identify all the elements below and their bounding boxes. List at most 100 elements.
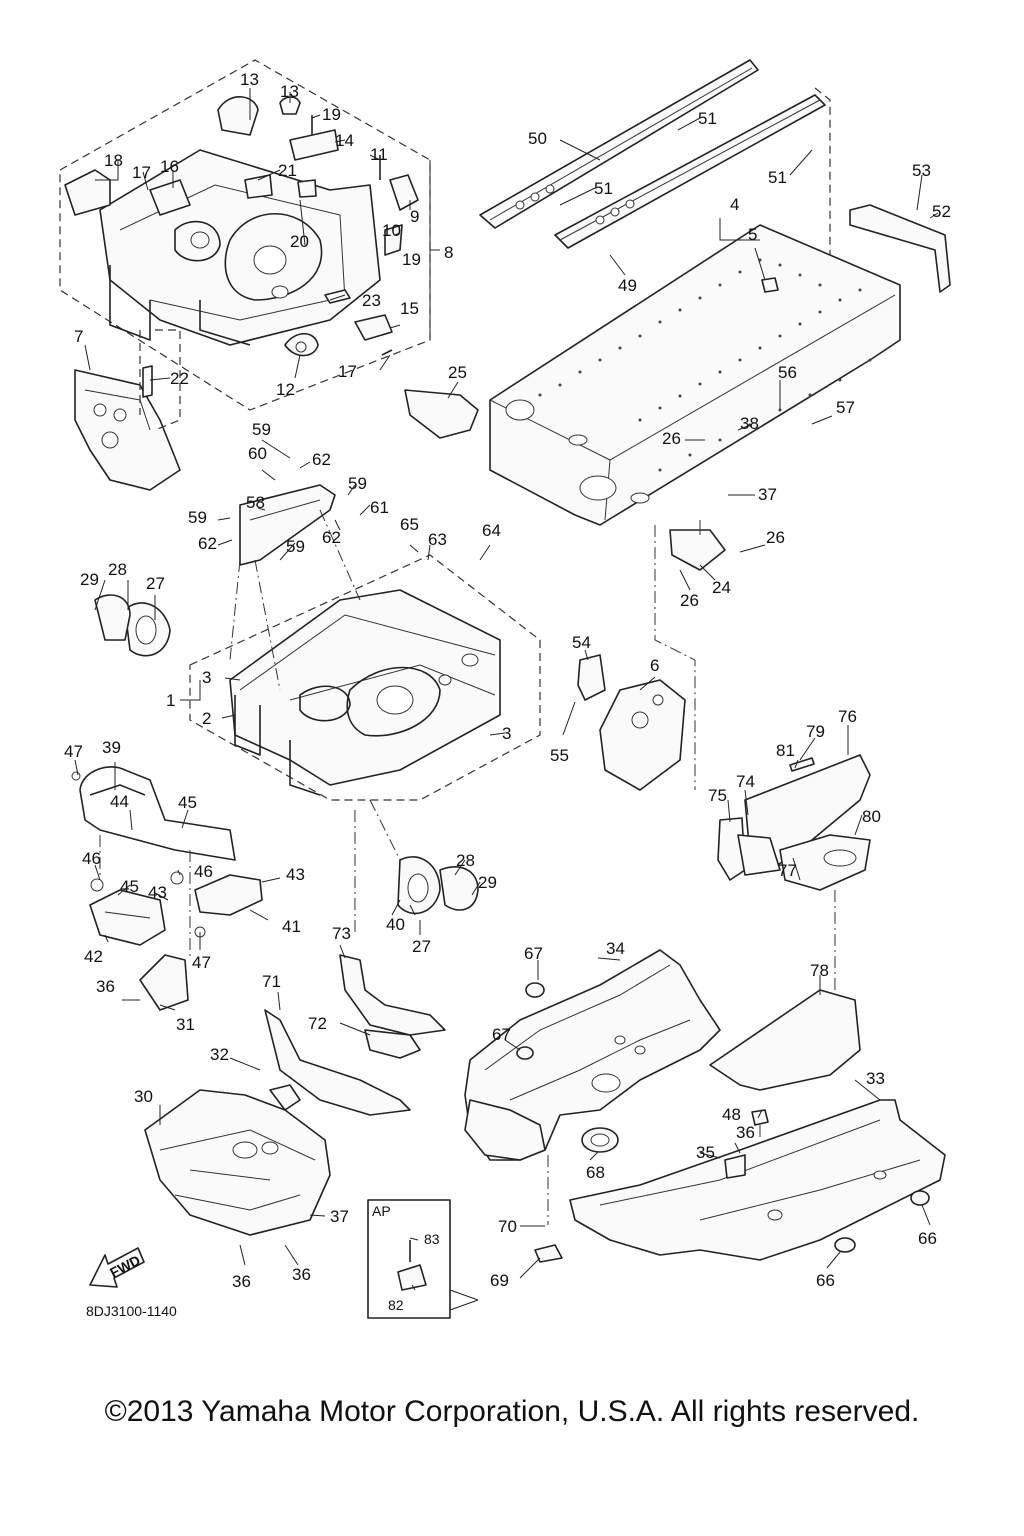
callout-10: 10 — [382, 221, 401, 240]
callout-59: 59 — [348, 474, 367, 493]
callout-18: 18 — [104, 151, 123, 170]
callout-80: 80 — [862, 807, 881, 826]
callout-15: 15 — [400, 299, 419, 318]
callout-54: 54 — [572, 633, 591, 652]
callout-37: 37 — [330, 1207, 349, 1226]
callout-11: 11 — [370, 145, 388, 164]
callout-23: 23 — [362, 291, 381, 310]
center-belly-pan-assembly — [464, 949, 721, 1263]
callout-75: 75 — [708, 786, 727, 805]
callout-9: 9 — [410, 207, 419, 226]
callout-62: 62 — [198, 534, 217, 553]
callout-82: 82 — [388, 1297, 404, 1313]
callout-51: 51 — [768, 168, 787, 187]
callout-68: 68 — [586, 1163, 605, 1182]
callout-19: 19 — [322, 105, 341, 124]
callout-53: 53 — [912, 161, 931, 180]
callout-77: 77 — [778, 861, 797, 880]
callout-41: 41 — [282, 917, 301, 936]
callout-22: 22 — [170, 369, 189, 388]
callout-58: 58 — [246, 493, 265, 512]
callout-45: 45 — [178, 793, 197, 812]
callout-70: 70 — [498, 1217, 517, 1236]
callout-3: 3 — [202, 668, 211, 687]
main-frame-assembly — [94, 484, 686, 935]
callout-46: 46 — [82, 849, 101, 868]
callout-48: 48 — [722, 1105, 741, 1124]
callout-26: 26 — [680, 591, 699, 610]
callout-31: 31 — [176, 1015, 195, 1034]
callout-36: 36 — [232, 1272, 251, 1291]
callout-20: 20 — [290, 232, 309, 251]
callout-59: 59 — [188, 508, 207, 527]
callout-51: 51 — [594, 179, 613, 198]
callout-59: 59 — [252, 420, 271, 439]
callout-50: 50 — [528, 129, 547, 148]
callout-71: 71 — [262, 972, 281, 991]
front-bumper-assembly — [71, 766, 263, 1011]
callout-16: 16 — [160, 157, 179, 176]
callout-73: 73 — [332, 924, 351, 943]
callout-39: 39 — [102, 738, 121, 757]
callout-1: 1 — [166, 691, 175, 710]
copyright-notice: ©2013 Yamaha Motor Corporation, U.S.A. A… — [104, 1395, 920, 1428]
callout-25: 25 — [448, 363, 467, 382]
callout-69: 69 — [490, 1271, 509, 1290]
callout-32: 32 — [210, 1045, 229, 1064]
callout-36: 36 — [292, 1265, 311, 1284]
callout-29: 29 — [80, 570, 99, 589]
callout-36: 36 — [96, 977, 115, 996]
callout-51: 51 — [698, 109, 717, 128]
callout-14: 14 — [335, 131, 354, 150]
callout-62: 62 — [322, 528, 341, 547]
callout-78: 78 — [810, 961, 829, 980]
callout-28: 28 — [108, 560, 127, 579]
callout-24: 24 — [712, 578, 731, 597]
callout-44: 44 — [110, 792, 129, 811]
callout-45: 45 — [120, 877, 139, 896]
callout-67: 67 — [492, 1025, 511, 1044]
callout-83: 83 — [424, 1231, 440, 1247]
callout-35: 35 — [696, 1143, 715, 1162]
callout-17: 17 — [338, 362, 357, 381]
callout-56: 56 — [778, 363, 797, 382]
callout-38: 38 — [740, 414, 759, 433]
callout-47: 47 — [64, 742, 83, 761]
callout-67: 67 — [524, 944, 543, 963]
callout-2: 2 — [202, 709, 211, 728]
upper-rails — [479, 59, 831, 340]
callout-21: 21 — [278, 161, 297, 180]
right-belly-pan-assembly — [569, 989, 946, 1261]
forward-arrow-icon — [89, 1247, 145, 1288]
callout-27: 27 — [146, 574, 165, 593]
upper-front-frame-assembly — [59, 59, 431, 411]
ap-inset — [367, 1199, 479, 1319]
callout-33: 33 — [866, 1069, 885, 1088]
callout-43: 43 — [286, 865, 305, 884]
callout-76: 76 — [838, 707, 857, 726]
callout-65: 65 — [400, 515, 419, 534]
callout-42: 42 — [84, 947, 103, 966]
callout-62: 62 — [312, 450, 331, 469]
callout-49: 49 — [618, 276, 637, 295]
callout-28: 28 — [456, 851, 475, 870]
front-lower-cover-assembly — [144, 954, 446, 1236]
drawing-code: 8DJ3100-1140 — [86, 1303, 177, 1319]
rear-heat-shield-assembly — [717, 754, 871, 1041]
callout-27: 27 — [412, 937, 431, 956]
callout-72: 72 — [308, 1014, 327, 1033]
callout-8: 8 — [444, 243, 453, 262]
leader-lines — [74, 88, 939, 1291]
callout-47: 47 — [192, 953, 211, 972]
front-bracket-assembly — [74, 329, 181, 491]
callout-59: 59 — [286, 537, 305, 556]
callout-12: 12 — [276, 380, 295, 399]
callout-7: 7 — [74, 327, 83, 346]
callout-66: 66 — [816, 1271, 835, 1290]
callout-26: 26 — [766, 528, 785, 547]
callout-43: 43 — [148, 883, 167, 902]
callout-57: 57 — [836, 398, 855, 417]
callout-6: 6 — [650, 656, 659, 675]
tunnel-assembly — [404, 204, 951, 790]
